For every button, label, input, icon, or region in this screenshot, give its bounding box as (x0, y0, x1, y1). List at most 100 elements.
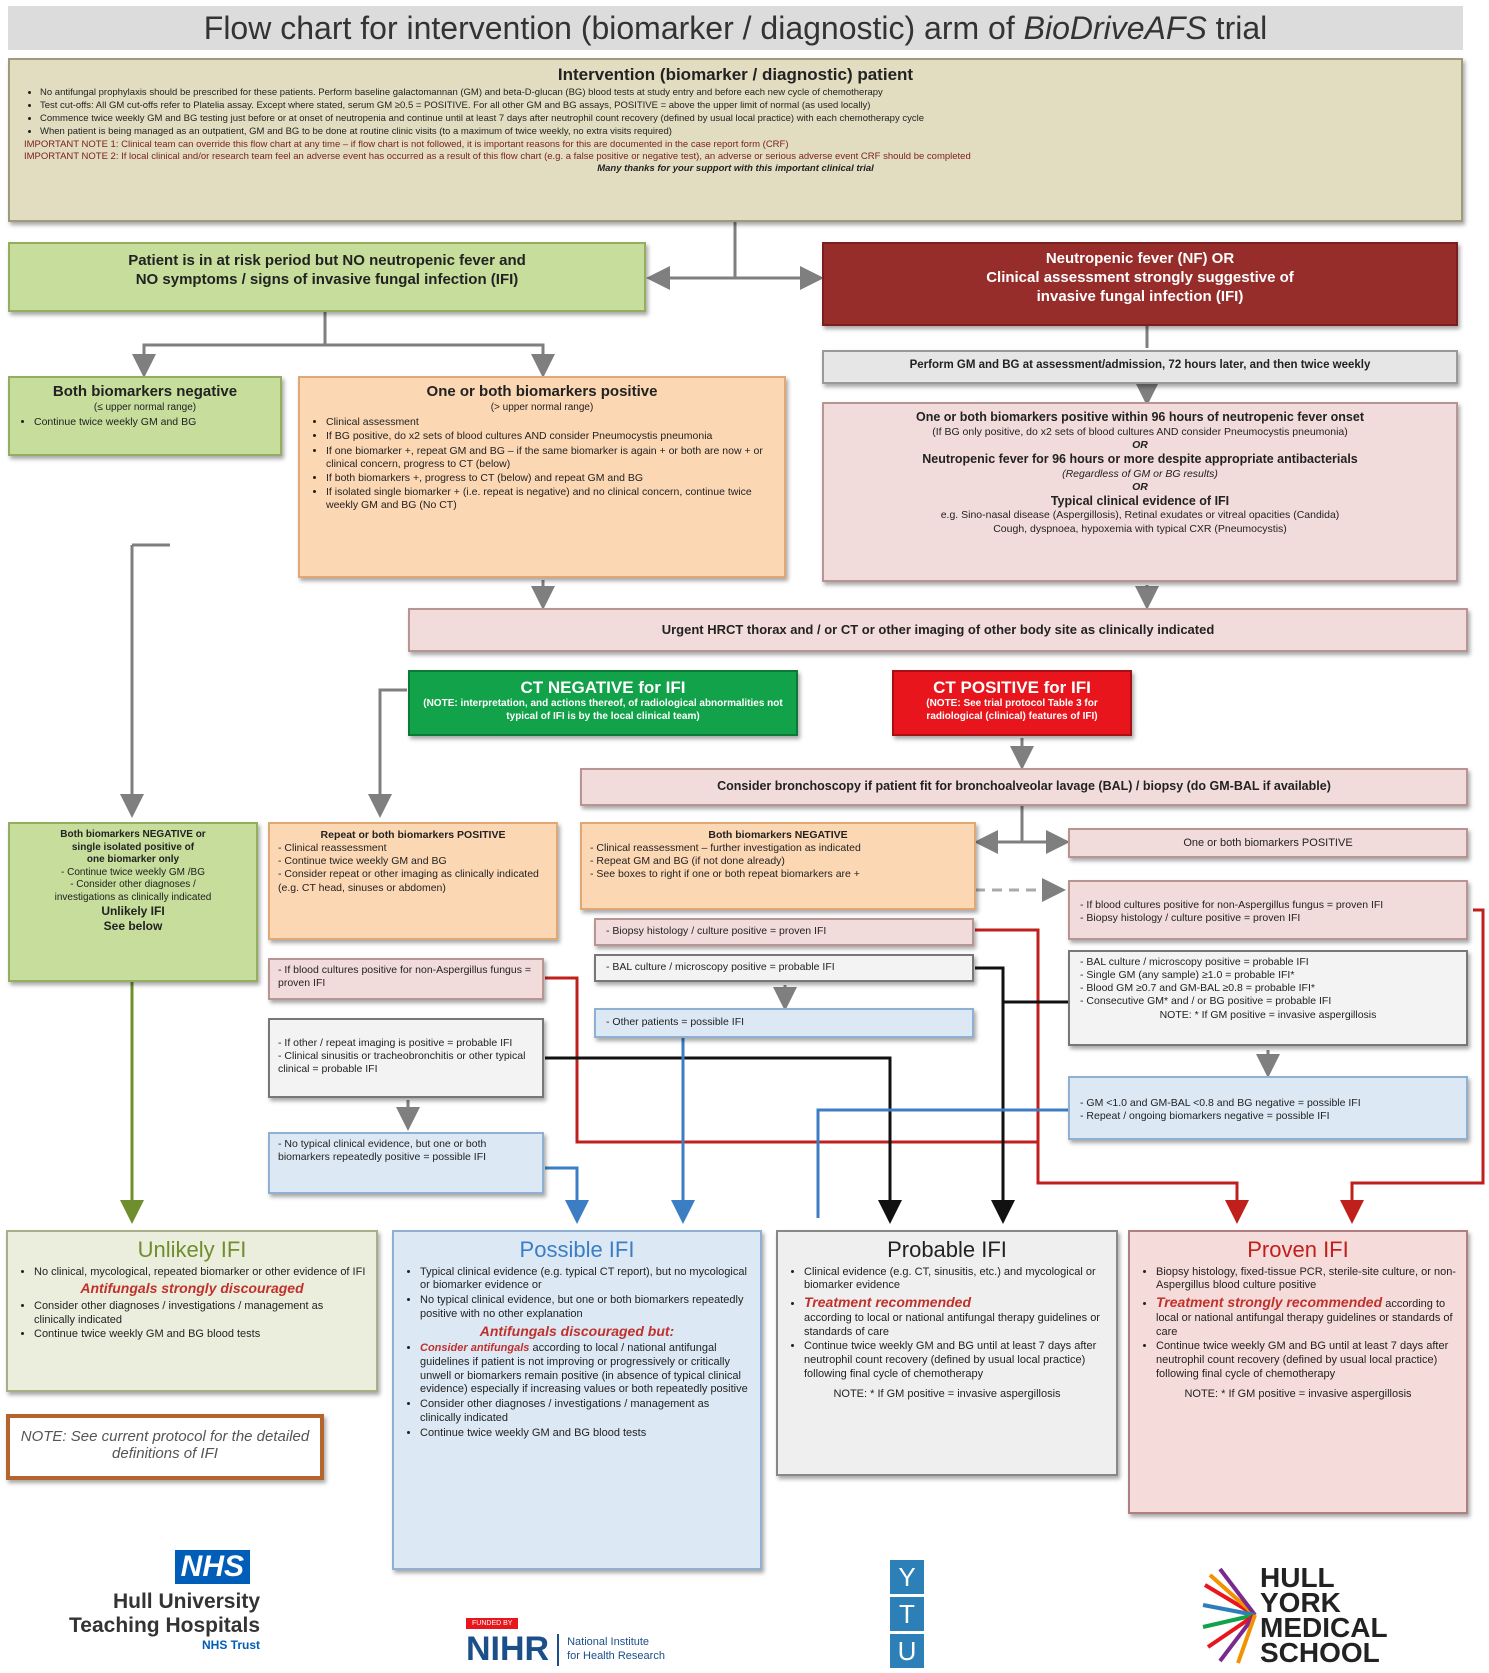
hyms-line2: YORK (1260, 1587, 1341, 1618)
important-note-2: IMPORTANT NOTE 2: If local clinical and/… (24, 150, 971, 162)
mid-neg-line: - See boxes to right if one or both repe… (590, 868, 860, 881)
other-patients-box: - Other patients = possible IFI (594, 1008, 974, 1038)
both-neg-title: Both biomarkers negative (52, 383, 238, 400)
left-neg-line: one biomarker only (86, 854, 180, 865)
mid-neg-title: Both biomarkers NEGATIVE (708, 829, 848, 841)
possible-bullet: Consider antifungals according to local … (420, 1342, 750, 1397)
unlikely-warning: Antifungals strongly discouraged (80, 1280, 304, 1297)
nf-criteria-or: OR (1132, 438, 1148, 451)
unlikely-bullet: Continue twice weekly GM and BG blood te… (34, 1328, 366, 1342)
other-imaging-box: - If other / repeat imaging is positive … (268, 1018, 544, 1098)
other-imaging-text: - If other / repeat imaging is positive … (278, 1037, 526, 1076)
nf-line1: Neutropenic fever (NF) OR (1045, 250, 1235, 267)
possible-consider-text: according to local / national antifungal… (420, 1342, 748, 1396)
possible-bullet: Typical clinical evidence (e.g. typical … (420, 1266, 750, 1294)
one-pos-sub: (> upper normal range) (490, 401, 594, 413)
header-bullet: Commence twice weekly GM and BG testing … (40, 113, 1447, 125)
repeat-biomarkers-positive-box: Repeat or both biomarkers POSITIVE - Cli… (268, 822, 558, 940)
repeat-pos-title: Repeat or both biomarkers POSITIVE (320, 829, 506, 841)
probable-bullet: Clinical evidence (e.g. CT, sinusitis, e… (804, 1266, 1106, 1294)
title-suffix: trial (1206, 10, 1268, 46)
hyms-starburst-icon (1202, 1567, 1257, 1664)
header-thanks: Many thanks for your support with this i… (597, 162, 874, 174)
nihr-sub-2: for Health Research (567, 1649, 665, 1662)
one-pos-bullet: If both biomarkers +, progress to CT (be… (326, 472, 774, 485)
right-probable-line: - Single GM (any sample) ≥1.0 = probable… (1080, 969, 1295, 982)
no-typical-text: - No typical clinical evidence, but one … (278, 1138, 487, 1164)
neutropenic-fever-box: Neutropenic fever (NF) OR Clinical asses… (822, 242, 1458, 326)
right-proven-text: - If blood cultures positive for non-Asp… (1080, 899, 1384, 925)
nf-line3: invasive fungal infection (IFI) (1036, 287, 1244, 305)
nf-criteria-3-sub2: Cough, dyspnoea, hypoxemia with typical … (993, 522, 1287, 535)
one-pos-title: One or both biomarkers positive (426, 383, 658, 400)
bronchoscopy-box: Consider bronchoscopy if patient fit for… (580, 768, 1468, 806)
hull-line1: Hull University (112, 1590, 260, 1613)
nf-criteria-3: Typical clinical evidence of IFI (1050, 493, 1230, 508)
possible-bullet: Consider other diagnoses / investigation… (420, 1398, 750, 1426)
one-pos-bullet: If BG positive, do x2 sets of blood cult… (326, 430, 774, 443)
repeat-pos-line: - Consider repeat or other imaging as cl… (278, 868, 539, 894)
right-possible-box: - GM <1.0 and GM-BAL <0.8 and BG negativ… (1068, 1076, 1468, 1140)
left-neg-line: single isolated positive of (71, 841, 195, 853)
left-neg-line: investigations as clinically indicated (54, 891, 212, 903)
possible-warning: Antifungals discouraged but: (479, 1322, 675, 1339)
both-biomarkers-negative-box: Both biomarkers negative (≤ upper normal… (8, 376, 282, 456)
ct-neg-note: (NOTE: interpretation, and actions there… (423, 698, 783, 722)
possible-title: Possible IFI (519, 1237, 635, 1262)
ct-negative-box: CT NEGATIVE for IFI (NOTE: interpretatio… (408, 670, 798, 736)
note-protocol-text: NOTE: See current protocol for the detai… (20, 1428, 310, 1462)
left-biomarkers-negative-box: Both biomarkers NEGATIVE or single isola… (8, 822, 258, 982)
hull-line2: Teaching Hospitals (69, 1614, 260, 1637)
nf-criteria-1: One or both biomarkers positive within 9… (916, 410, 1364, 424)
unlikely-bullet: No clinical, mycological, repeated bioma… (34, 1266, 366, 1280)
mid-neg-line: - Clinical reassessment – further invest… (590, 842, 861, 855)
header-bullet: When patient is being managed as an outp… (40, 126, 1447, 138)
proven-bullet: Treatment strongly recommended according… (1156, 1294, 1456, 1339)
nf-criteria-2: Neutropenic fever for 96 hours or more d… (922, 451, 1358, 466)
bal-mid-text: - BAL culture / microscopy positive = pr… (606, 961, 835, 973)
one-pos-bullet: If isolated single biomarker + (i.e. rep… (326, 486, 774, 512)
proven-bullet: Biopsy histology, fixed-tissue PCR, ster… (1156, 1266, 1456, 1294)
possible-bullet: Continue twice weekly GM and BG blood te… (420, 1427, 750, 1441)
left-blood-cultures-box: - If blood cultures positive for non-Asp… (268, 958, 544, 1000)
right-proven-box: - If blood cultures positive for non-Asp… (1068, 880, 1468, 940)
ct-neg-title: CT NEGATIVE for IFI (520, 678, 686, 697)
nf-criteria-1-sub: (If BG only positive, do x2 sets of bloo… (932, 425, 1348, 438)
perform-text: Perform GM and BG at assessment/admissio… (909, 359, 1371, 371)
hyms-line1: HULL (1260, 1562, 1335, 1593)
probable-ifi-box: Probable IFI Clinical evidence (e.g. CT,… (776, 1230, 1118, 1476)
both-neg-bullet: Continue twice weekly GM and BG (34, 416, 272, 429)
probable-warning: Treatment recommended (804, 1294, 972, 1310)
right-probable-line: - Consecutive GM* and / or BG positive =… (1080, 995, 1332, 1008)
left-neg-unlikely: Unlikely IFI (101, 904, 165, 918)
right-probable-line: - Blood GM ≥0.7 and GM-BAL ≥0.8 = probab… (1080, 982, 1315, 995)
page-title: Flow chart for intervention (biomarker /… (8, 6, 1463, 50)
one-pos-bullet: If one biomarker +, repeat GM and BG – i… (326, 445, 774, 471)
left-blood-cultures-text: - If blood cultures positive for non-Asp… (278, 964, 532, 990)
left-neg-line: - Consider other diagnoses / (70, 879, 196, 890)
mid-biomarkers-negative-box: Both biomarkers NEGATIVE - Clinical reas… (580, 822, 976, 910)
right-pos-text: One or both biomarkers POSITIVE (1183, 837, 1353, 849)
ytu-logo: Y T U (890, 1560, 924, 1668)
title-trial-name: BioDriveAFS (1023, 10, 1207, 46)
unlikely-title: Unlikely IFI (137, 1237, 247, 1262)
possible-consider-antifungals: Consider antifungals (420, 1342, 530, 1354)
proven-bullet-text: according to local or national antifunga… (1156, 1298, 1453, 1338)
title-prefix: Flow chart for intervention (biomarker /… (203, 10, 1024, 46)
unlikely-bullet: Consider other diagnoses / investigation… (34, 1300, 366, 1328)
perform-gm-bg-box: Perform GM and BG at assessment/admissio… (822, 350, 1458, 384)
right-probable-line: - BAL culture / microscopy positive = pr… (1080, 956, 1309, 968)
one-or-both-positive-box: One or both biomarkers positive (> upper… (298, 376, 786, 578)
nihr-funded-by: FUNDED BY (466, 1618, 519, 1629)
right-biomarkers-positive-box: One or both biomarkers POSITIVE (1068, 828, 1468, 858)
probable-title: Probable IFI (887, 1237, 1007, 1262)
ytu-y: Y (890, 1560, 924, 1594)
no-typical-evidence-box: - No typical clinical evidence, but one … (268, 1132, 544, 1194)
proven-title: Proven IFI (1247, 1237, 1349, 1262)
nihr-text: NIHR (466, 1630, 550, 1668)
bal-mid-box: - BAL culture / microscopy positive = pr… (594, 954, 974, 982)
nf-criteria-box: One or both biomarkers positive within 9… (822, 402, 1458, 582)
hrct-text: Urgent HRCT thorax and / or CT or other … (661, 622, 1215, 637)
note-protocol-box: NOTE: See current protocol for the detai… (6, 1414, 324, 1480)
